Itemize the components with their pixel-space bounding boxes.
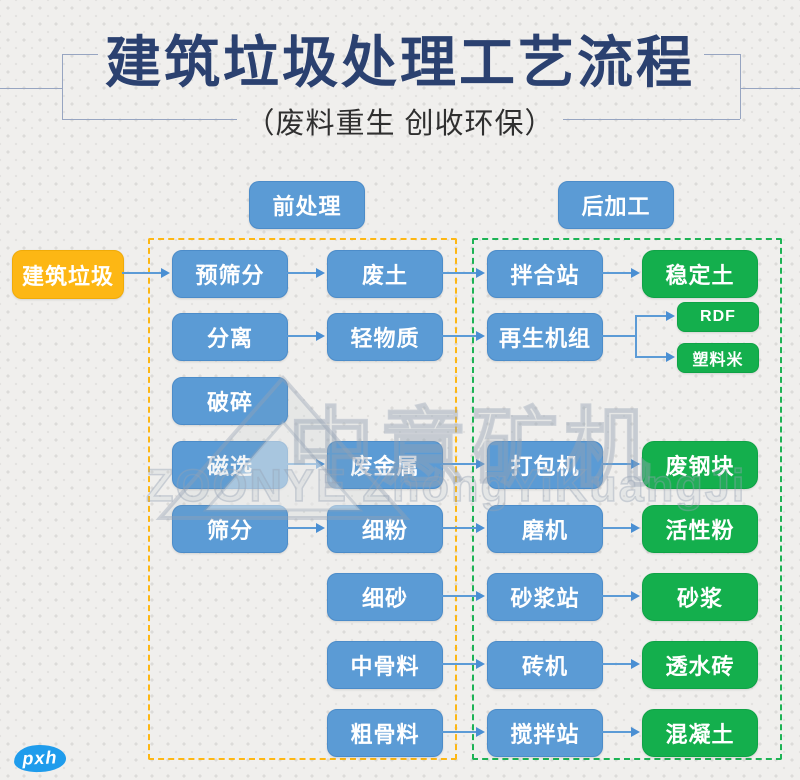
section-header-post-processing: 后加工 [558,181,674,229]
node-coarse-aggregate: 粗骨料 [327,709,443,757]
arrow-connector [601,268,640,278]
section-header-pre-processing: 前处理 [249,181,365,229]
node-magnetic-selection: 磁选 [172,441,288,489]
arrow-connector [286,459,325,469]
page-title: 建筑垃圾处理工艺流程 [105,31,695,94]
node-screening: 筛分 [172,505,288,553]
frame-line [62,54,98,55]
node-active-powder: 活性粉 [642,505,758,553]
frame-line [0,88,62,89]
arrow-connector [286,331,325,341]
arrow-connector [601,659,640,669]
node-scrap-steel-block: 废钢块 [642,441,758,489]
arrow-connector [635,311,675,321]
arrow-connector [441,523,485,533]
arrow-connector [441,727,485,737]
arrow-connector [635,352,675,362]
node-pre-screening: 预筛分 [172,250,288,298]
node-scrap-metal: 废金属 [327,441,443,489]
arrow-connector [601,727,640,737]
frame-line [62,119,237,120]
node-mill: 磨机 [487,505,603,553]
node-fine-sand: 细砂 [327,573,443,621]
arrow-connector [441,459,485,469]
node-permeable-brick: 透水砖 [642,641,758,689]
node-medium-aggregate: 中骨料 [327,641,443,689]
node-separation: 分离 [172,313,288,361]
arrow-connector [441,591,485,601]
page-subtitle: （废料重生 创收环保） [245,108,555,140]
frame-line [62,54,63,119]
node-plastic-pellet: 塑料米 [677,343,759,373]
node-fine-powder: 细粉 [327,505,443,553]
pre-processing-zone [148,238,457,760]
arrow-connector [286,268,325,278]
node-light-material: 轻物质 [327,313,443,361]
node-concrete: 混凝土 [642,709,758,757]
node-construction-waste: 建筑垃圾 [12,250,124,299]
node-regeneration-unit: 再生机组 [487,313,603,361]
pxh-sticker: pxh [13,744,67,773]
frame-line [740,88,800,89]
node-stirring-station: 搅拌站 [487,709,603,757]
node-mortar: 砂浆 [642,573,758,621]
frame-line [563,119,740,120]
node-brick-machine: 砖机 [487,641,603,689]
node-mixing-station: 拌合站 [487,250,603,298]
frame-line [740,54,741,119]
arrow-connector [441,268,485,278]
arrow-connector [122,268,170,278]
node-rdf: RDF [677,302,759,332]
post-processing-zone [472,238,782,760]
node-mortar-station: 砂浆站 [487,573,603,621]
node-waste-soil: 废土 [327,250,443,298]
node-baler: 打包机 [487,441,603,489]
arrow-connector [286,523,325,533]
branch-line [601,335,637,337]
branch-line [635,315,637,358]
arrow-connector [441,331,485,341]
frame-line [704,54,740,55]
node-crushing: 破碎 [172,377,288,425]
node-stabilized-soil: 稳定土 [642,250,758,298]
arrow-connector [601,523,640,533]
arrow-connector [441,659,485,669]
arrow-connector [601,591,640,601]
arrow-connector [601,459,640,469]
